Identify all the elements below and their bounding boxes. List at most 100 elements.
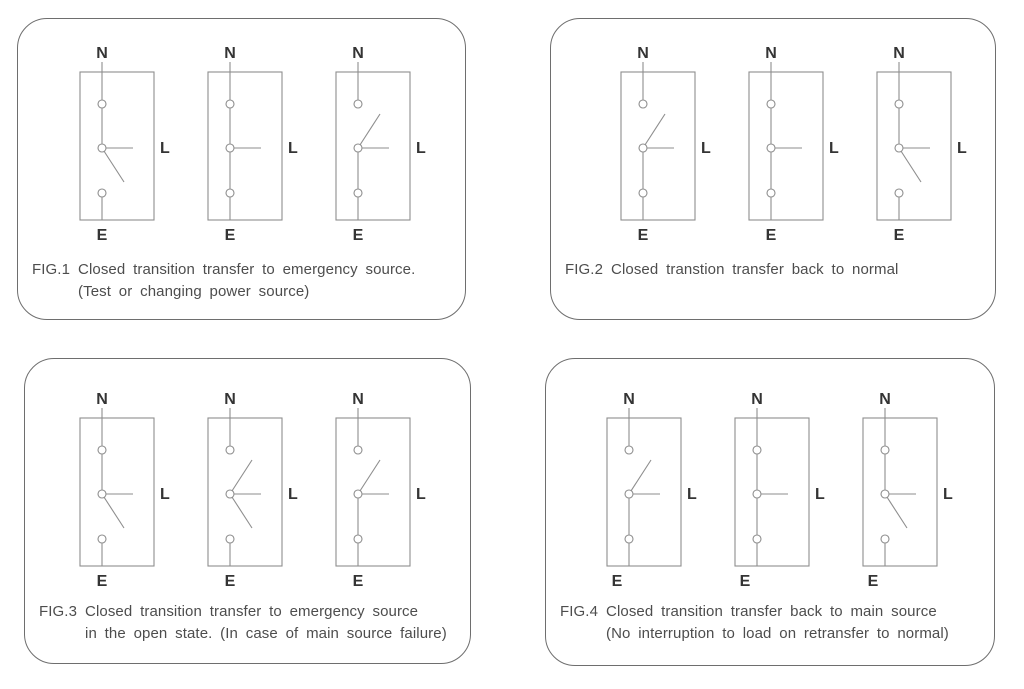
contact-circle — [638, 188, 648, 198]
terminal-label-e: E — [97, 573, 108, 590]
diagram-strokes — [207, 62, 283, 221]
diagram-strokes — [335, 62, 411, 221]
switch-lever-down — [101, 493, 125, 529]
contact-circle — [225, 143, 235, 153]
figure-panel-3: N L E N L E N L E FIG.3 Closed transition transf… — [24, 358, 471, 664]
terminal-label-l: L — [815, 486, 825, 503]
terminal-label-e: E — [612, 573, 623, 590]
switch-diagram-e-closed: NLE — [335, 45, 426, 244]
terminal-label-l: L — [957, 140, 967, 157]
terminal-label-n: N — [623, 391, 635, 408]
figure-caption: FIG.3 Closed transition transfer to emer… — [39, 601, 470, 645]
contact-circle — [225, 188, 235, 198]
terminal-label-n: N — [96, 391, 108, 408]
terminal-label-n: N — [893, 45, 905, 62]
terminal-label-e: E — [766, 227, 777, 244]
diagram-strokes — [79, 62, 155, 221]
contact-circle — [894, 143, 904, 153]
contact-circle — [97, 188, 107, 198]
switch-body — [876, 71, 952, 221]
terminal-label-e: E — [353, 573, 364, 590]
contact-circle — [225, 99, 235, 109]
terminal-label-n: N — [352, 391, 364, 408]
terminal-label-n: N — [224, 391, 236, 408]
terminal-label-e: E — [97, 227, 108, 244]
switch-body — [748, 71, 824, 221]
terminal-label-l: L — [160, 486, 170, 503]
switch-diagram-n-closed: N L E — [79, 391, 170, 590]
contact-circle — [894, 188, 904, 198]
switch-diagram-e-closed: NLE — [620, 45, 711, 244]
switch-lever-down — [101, 147, 125, 183]
switch-diagram-n-closed: N L E — [876, 45, 967, 244]
contact-circle — [353, 534, 363, 544]
terminal-label-e: E — [225, 573, 236, 590]
terminal-label-n: N — [637, 45, 649, 62]
diagram-strokes — [335, 408, 411, 567]
switch-lever-down — [884, 493, 908, 529]
switch-lever-down — [898, 147, 922, 183]
contact-circle — [225, 445, 235, 455]
contact-circle — [353, 445, 363, 455]
diagram-strokes — [207, 408, 283, 567]
terminal-label-l: L — [288, 486, 298, 503]
caption-line2: (No interruption to load on retransfer t… — [606, 624, 949, 642]
terminal-label-e: E — [894, 227, 905, 244]
switch-lever-up — [229, 459, 253, 495]
switch-lever-up — [628, 459, 652, 495]
terminal-label-l: L — [288, 140, 298, 157]
contact-circle — [353, 489, 363, 499]
terminal-label-e: E — [225, 227, 236, 244]
switch-body — [207, 417, 283, 567]
figure-label: FIG.4 — [560, 603, 599, 620]
terminal-label-n: N — [352, 45, 364, 62]
figure-label: FIG.2 — [565, 261, 604, 278]
contact-circle — [766, 143, 776, 153]
diagram-strokes — [734, 408, 810, 567]
contact-circle — [225, 534, 235, 544]
switch-body — [620, 71, 696, 221]
figure-caption: FIG.4 Closed transition transfer back to… — [560, 601, 994, 645]
caption-line1: Closed transtion transfer back to normal — [611, 261, 899, 278]
caption-text: Closed transition transfer to emergency … — [78, 259, 415, 303]
caption-line1: Closed transition transfer back to main … — [606, 603, 937, 620]
diagram-strokes — [748, 62, 824, 221]
caption-line2: (Test or changing power source) — [78, 282, 310, 300]
switch-body — [79, 71, 155, 221]
contact-circle — [353, 188, 363, 198]
caption-line1: Closed transition transfer to emergency … — [78, 261, 416, 278]
terminal-label-l: L — [416, 486, 426, 503]
contact-circle — [97, 445, 107, 455]
terminal-label-n: N — [879, 391, 891, 408]
switch-diagram-both-closed: N L E — [207, 45, 298, 244]
terminal-label-n: N — [765, 45, 777, 62]
figure-caption: FIG.1 Closed transition transfer to emer… — [32, 259, 465, 303]
switch-diagram-both-closed: NLE — [748, 45, 839, 244]
contact-circle — [97, 99, 107, 109]
terminal-label-l: L — [416, 140, 426, 157]
terminal-label-e: E — [638, 227, 649, 244]
diagram-strokes — [79, 408, 155, 567]
contact-circle — [97, 489, 107, 499]
terminal-label-n: N — [751, 391, 763, 408]
contact-circle — [225, 489, 235, 499]
figure-label: FIG.3 — [39, 603, 78, 620]
contact-circle — [638, 143, 648, 153]
contact-circle — [638, 99, 648, 109]
contact-circle — [353, 99, 363, 109]
terminal-label-n: N — [224, 45, 236, 62]
switch-body — [207, 71, 283, 221]
caption-text: Closed transition transfer back to main … — [606, 601, 949, 645]
switch-body — [79, 417, 155, 567]
diagram-row: N L E N L E N L E — [25, 359, 470, 591]
switch-lever-up — [357, 459, 381, 495]
terminal-label-l: L — [160, 140, 170, 157]
contact-circle — [752, 445, 762, 455]
switch-diagram-n-closed: NLE — [862, 391, 953, 590]
caption-line1: Closed transition transfer to emergency … — [85, 603, 419, 620]
contact-circle — [766, 188, 776, 198]
switch-diagram-e-closed: N L E — [335, 391, 426, 590]
